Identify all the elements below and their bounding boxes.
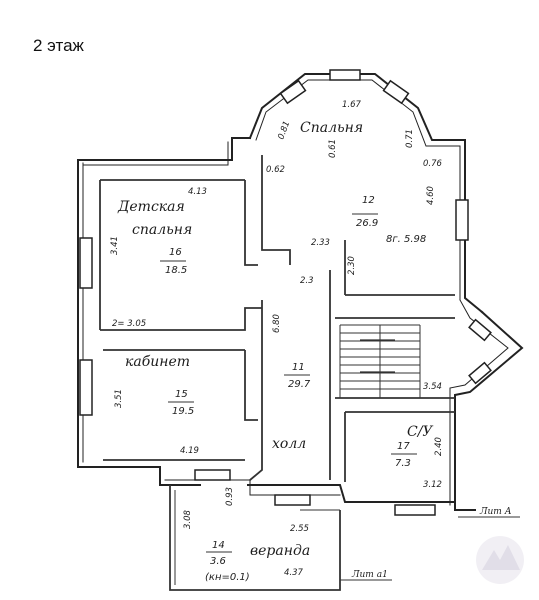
stair-arrow xyxy=(360,339,395,373)
dim-255: 2.55 xyxy=(290,524,309,534)
study-number: 15 xyxy=(175,389,188,400)
window-veranda-bottom xyxy=(194,469,231,481)
dim-419: 4.19 xyxy=(180,446,199,456)
bedroom-main-area: 26.9 xyxy=(356,218,378,229)
dim-240: 2.40 xyxy=(434,437,444,456)
veranda-name: веранда xyxy=(250,543,310,559)
dim-680: 6.80 xyxy=(272,314,282,333)
dim-23: 2.3 xyxy=(300,276,314,286)
veranda-walls xyxy=(169,485,341,591)
wall-hall-left xyxy=(249,300,263,481)
veranda-area: 3.6 xyxy=(210,556,226,567)
window-bay-right xyxy=(382,79,410,105)
window-bay-left xyxy=(279,79,307,105)
window-childrens xyxy=(79,237,93,289)
childrens-area: 18.5 xyxy=(165,265,187,276)
study-area: 19.5 xyxy=(172,406,194,417)
outer-wall-left xyxy=(77,159,161,486)
windows xyxy=(79,69,492,516)
childrens-number: 16 xyxy=(169,247,182,258)
interior-walls xyxy=(99,155,455,482)
dimension-labels: 1.67 0.81 0.61 0.71 0.62 0.76 4.60 4.13 … xyxy=(110,100,444,578)
window-stair-bottom xyxy=(468,361,492,385)
dim-076: 0.76 xyxy=(423,159,443,169)
window-study xyxy=(79,359,93,416)
dim-437: 4.37 xyxy=(284,568,304,578)
dim-233: 2.33 xyxy=(311,238,330,248)
dim-305: 2= 3.05 xyxy=(112,319,146,329)
stair-steps xyxy=(339,324,421,398)
dim-230: 2.30 xyxy=(347,256,357,275)
outer-wall-bottom-inner xyxy=(164,479,341,496)
hall-center-area: 29.7 xyxy=(288,379,311,390)
outer-wall-right xyxy=(454,310,524,511)
dim-354: 3.54 xyxy=(423,382,442,392)
bedroom-main-number: 12 xyxy=(362,195,375,206)
dim-312: 3.12 xyxy=(423,480,442,490)
dim-093: 0.93 xyxy=(225,487,235,506)
dim-061: 0.61 xyxy=(328,139,338,158)
bathroom-area: 7.3 xyxy=(395,458,411,469)
bathroom-number: 17 xyxy=(397,441,410,452)
outer-wall-top-left-inner xyxy=(82,141,229,166)
bedroom-main-extra: 8г. 5.98 xyxy=(386,234,426,245)
bay-wall xyxy=(248,73,484,314)
wall-childrens-right xyxy=(244,180,258,266)
wall-bedroom-left xyxy=(261,155,291,265)
lit-a-label: Лит А xyxy=(479,507,512,517)
watermark-logo xyxy=(476,536,524,584)
floor-label: 2 этаж xyxy=(33,36,84,55)
dim-341: 3.41 xyxy=(110,236,120,255)
dim-351: 3.51 xyxy=(114,389,124,408)
outer-wall-bottom xyxy=(159,484,456,503)
childrens-name-line1: Детская xyxy=(117,199,185,215)
dim-413: 4.13 xyxy=(188,187,207,197)
window-bay-top xyxy=(329,69,361,81)
bedroom-main-name: Спальня xyxy=(300,120,363,136)
wall-study-right xyxy=(244,350,258,421)
dim-460: 4.60 xyxy=(426,186,436,205)
hall-name: холл xyxy=(272,436,306,452)
staircase xyxy=(339,324,421,398)
window-hall-bottom xyxy=(274,494,311,506)
dim-308: 3.08 xyxy=(183,509,193,529)
markers xyxy=(340,516,520,581)
study-name: кабинет xyxy=(125,354,190,370)
outer-wall-top-left xyxy=(77,137,251,161)
window-bath-bottom xyxy=(394,504,436,516)
childrens-name-line2: спальня xyxy=(132,222,192,238)
veranda-outline xyxy=(169,485,341,591)
veranda-number: 14 xyxy=(212,540,225,551)
veranda-extra: (кн=0.1) xyxy=(205,572,250,583)
dim-081: 0.81 xyxy=(276,120,292,141)
dim-071: 0.71 xyxy=(405,129,415,148)
dim-062: 0.62 xyxy=(266,165,285,175)
marker-labels: Лит А Лит а1 xyxy=(351,507,512,580)
wall-childrens-bottom xyxy=(100,307,262,331)
room-labels: Спальня 12 26.9 8г. 5.98 Детская спальня… xyxy=(117,120,433,583)
lit-a1-label: Лит а1 xyxy=(351,570,388,580)
bathroom-name: С/У xyxy=(407,424,433,440)
dim-167: 1.67 xyxy=(342,100,362,110)
window-bedroom-right xyxy=(455,199,469,241)
window-stair-top xyxy=(468,318,492,342)
hall-center-number: 11 xyxy=(292,362,305,373)
